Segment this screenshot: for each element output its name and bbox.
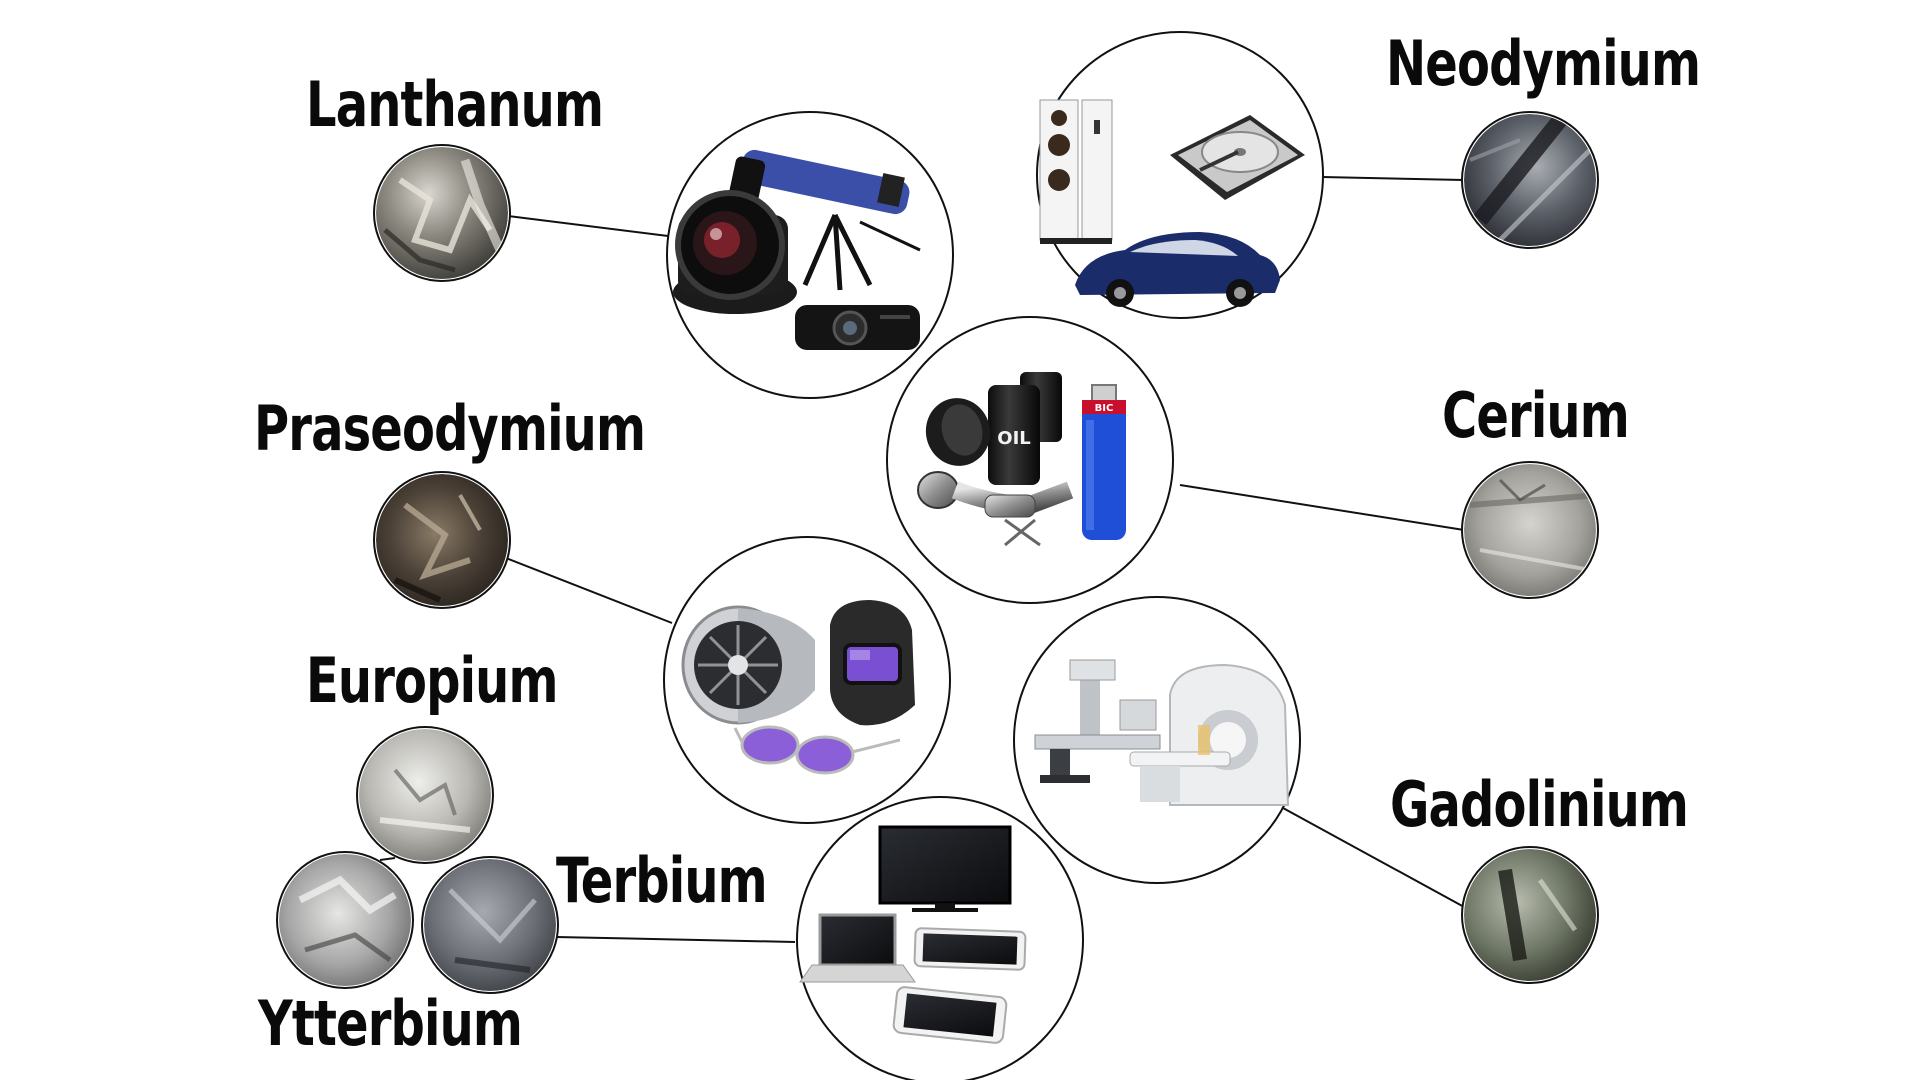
label-neodymium: Neodymium <box>1386 27 1701 100</box>
sample-praseodymium <box>373 471 511 609</box>
connector-terbium <box>555 936 796 943</box>
phone-icon <box>892 986 1008 1044</box>
label-ytterbium: Ytterbium <box>258 987 523 1060</box>
hard-drive-icon <box>1170 115 1305 200</box>
sample-cerium <box>1461 461 1599 599</box>
label-lanthanum: Lanthanum <box>306 68 604 141</box>
camera-lens-icon <box>673 190 797 314</box>
tv-icon <box>878 825 1012 912</box>
connector-europium-ytterbium <box>379 857 396 861</box>
safety-glasses-icon <box>733 725 901 775</box>
speaker-icon <box>1039 99 1113 244</box>
xray-machine-icon <box>1034 659 1161 783</box>
connector-neodymium <box>1321 176 1465 181</box>
sample-neodymium <box>1461 111 1599 249</box>
sample-lanthanum <box>373 144 511 282</box>
mri-scanner-icon <box>1129 663 1290 806</box>
applications-gadolinium <box>1013 596 1301 884</box>
sample-gadolinium <box>1461 846 1599 984</box>
projector-icon <box>795 305 920 350</box>
label-cerium: Cerium <box>1442 379 1630 452</box>
laptop-icon <box>799 913 916 983</box>
label-terbium: Terbium <box>556 844 768 917</box>
lighter-icon: BIC <box>1082 384 1126 540</box>
car-icon <box>1075 232 1280 307</box>
applications-europium <box>663 536 951 824</box>
connector-lines <box>379 176 1467 943</box>
label-gadolinium: Gadolinium <box>1390 768 1689 841</box>
applications-neodymium <box>1036 31 1324 319</box>
label-europium: Europium <box>306 644 558 717</box>
sample-ytterbium <box>276 851 414 989</box>
oil-label: OIL <box>997 428 1030 449</box>
connector-cerium <box>1179 484 1465 531</box>
sample-terbium <box>421 856 559 994</box>
connector-praseodymium <box>505 557 673 624</box>
applications-lanthanum <box>666 111 954 399</box>
applications-terbium <box>796 796 1084 1080</box>
label-praseodymium: Praseodymium <box>254 392 646 465</box>
exhaust-pipe-icon <box>917 471 1074 547</box>
oil-barrel-icon: OIL <box>925 372 1062 485</box>
sample-europium <box>356 726 494 864</box>
welding-helmet-icon <box>830 600 915 726</box>
connector-lanthanum <box>507 215 669 237</box>
jet-engine-icon <box>681 605 815 725</box>
applications-cerium: OIL BIC <box>886 316 1174 604</box>
lighter-brand: BIC <box>1095 403 1114 414</box>
tablet-icon <box>913 927 1027 971</box>
connector-gadolinium <box>1282 807 1467 909</box>
